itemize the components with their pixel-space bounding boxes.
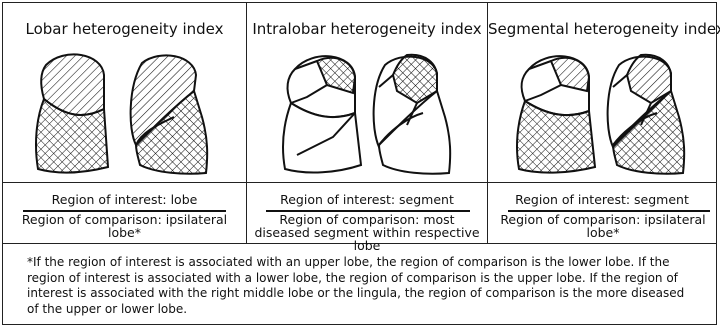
roi-intralobar: Region of interest: segment <box>247 193 487 207</box>
column-title-lobar: Lobar heterogeneity index <box>3 20 246 38</box>
left-lung <box>374 55 451 174</box>
lobar-lung-diagram <box>24 47 224 179</box>
right-lung <box>517 56 595 172</box>
footnote: *If the region of interest is associated… <box>27 255 697 317</box>
roc-segmental: Region of comparison: ipsilateral lobe* <box>498 213 708 239</box>
column-title-segmental: Segmental heterogeneity index <box>488 20 716 38</box>
right-lung <box>36 54 108 172</box>
segmental-lung-diagram <box>503 47 703 179</box>
column-divider-2 <box>487 3 488 243</box>
column-title-intralobar: Intralobar heterogeneity index <box>247 20 487 38</box>
roc-lobar: Region of comparison: ipsilateral lobe* <box>19 213 230 239</box>
comparison-table: Lobar heterogeneity index Region of inte… <box>2 2 717 325</box>
roi-segmental: Region of interest: segment <box>488 193 716 207</box>
left-lung <box>608 55 685 174</box>
left-lung <box>131 55 208 173</box>
column-divider-1 <box>246 3 247 243</box>
row-divider-figures <box>3 182 716 183</box>
roi-lobar: Region of interest: lobe <box>3 193 246 207</box>
roc-intralobar: Region of comparison: most diseased segm… <box>253 213 481 252</box>
intralobar-lung-diagram <box>267 47 467 179</box>
right-lung <box>283 56 361 172</box>
